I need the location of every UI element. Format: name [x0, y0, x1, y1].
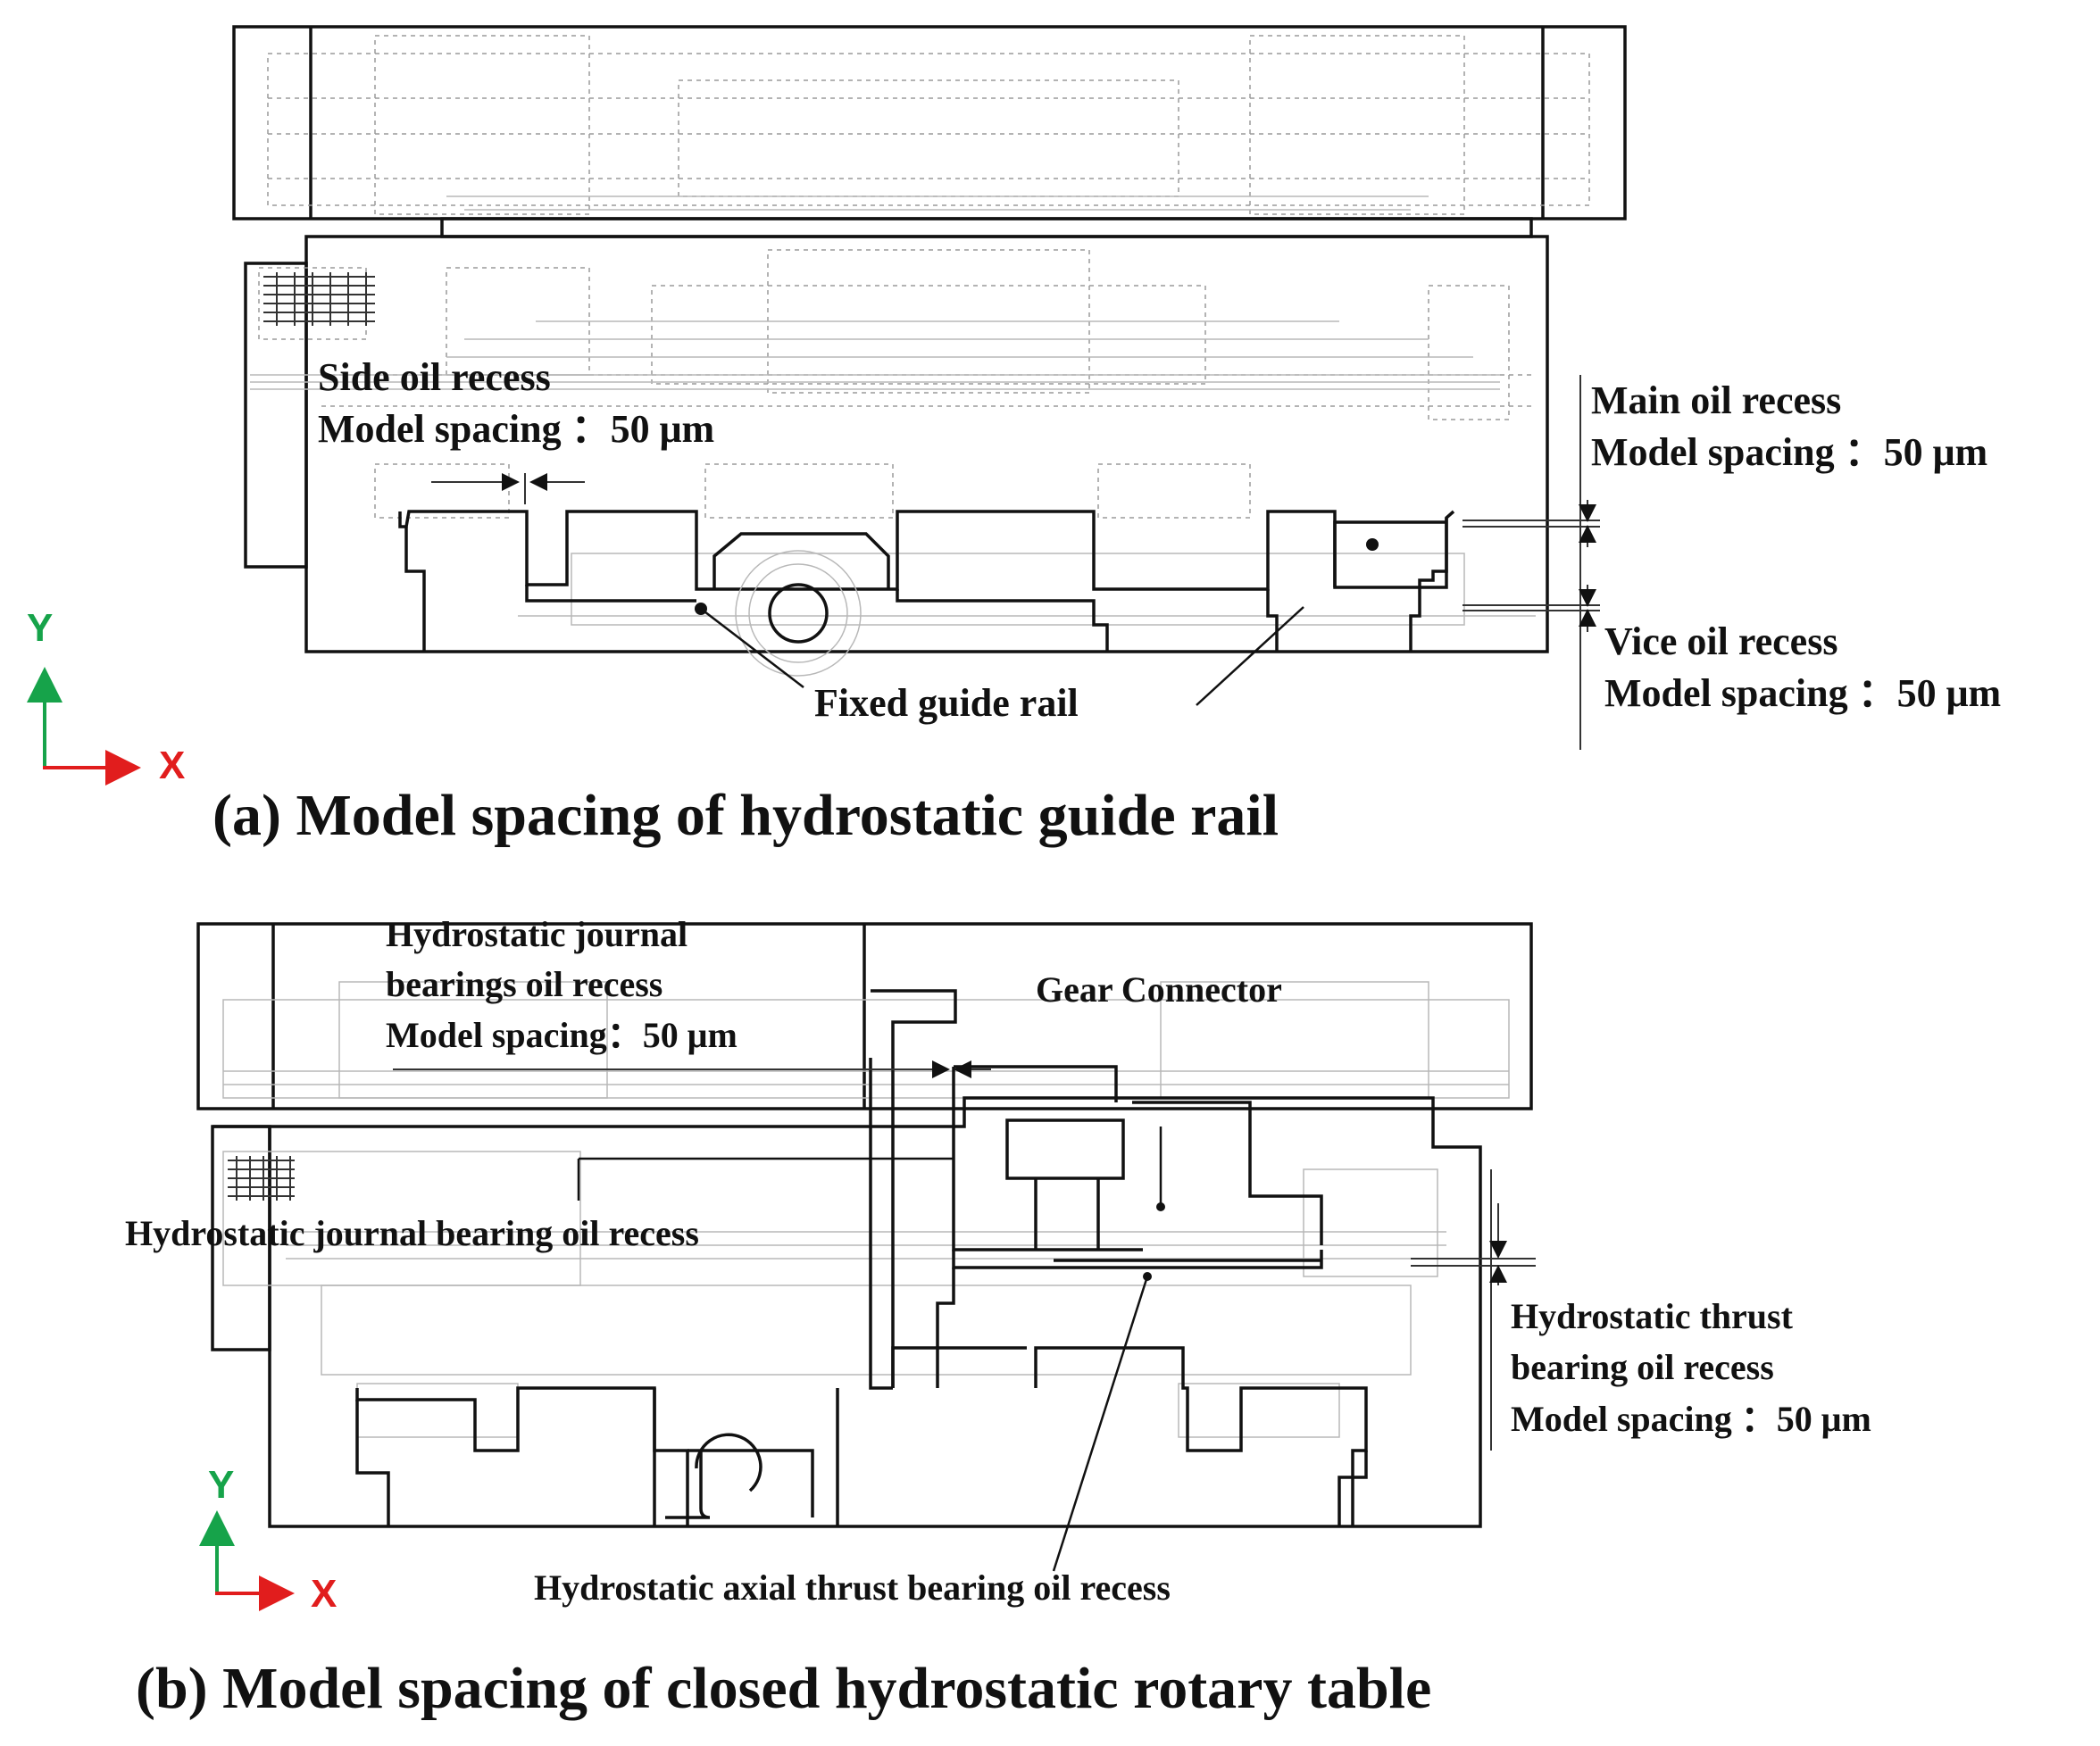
gear-connector-label: Gear Connector: [1036, 969, 1282, 1010]
panel-b-caption: (b) Model spacing of closed hydrostatic …: [136, 1656, 1431, 1721]
panel-b-drawing: [196, 922, 1536, 1572]
axial-thrust-dot: [1143, 1272, 1152, 1281]
panel-a-y-axis-label: Y: [27, 606, 53, 650]
gear-connector-dot: [1156, 1202, 1165, 1211]
side-oil-recess-label-line2: Model spacing ：50 μm: [318, 407, 714, 451]
fixed-guide-rail-label: Fixed guide rail: [814, 681, 1079, 725]
axial-thrust-bearing-oil-recess-label: Hydrostatic axial thrust bearing oil rec…: [534, 1567, 1171, 1608]
panel-a-drawing: [232, 25, 1627, 750]
main-oil-recess-label-line2: Model spacing ：50 μm: [1591, 430, 1988, 474]
vice-oil-recess-label-line2: Model spacing ：50 μm: [1604, 671, 2001, 715]
panel-a-axes: Y X: [26, 606, 185, 787]
thrust-bearing-oil-recess-line2: bearing oil recess: [1511, 1347, 1774, 1387]
panel-a-x-axis-label: X: [159, 744, 185, 787]
panel-b-x-axis-label: X: [311, 1572, 337, 1616]
panel-a-caption: (a) Model spacing of hydrostatic guide r…: [212, 783, 1279, 848]
side-oil-recess-label-line1: Side oil recess: [318, 355, 551, 399]
thrust-bearing-oil-recess-line1: Hydrostatic thrust: [1511, 1296, 1794, 1336]
journal-bearings-oil-recess-line1: Hydrostatic journal: [386, 914, 688, 954]
journal-bearing-oil-recess-label: Hydrostatic journal bearing oil recess: [125, 1213, 699, 1253]
thrust-bearing-oil-recess-line3: Model spacing ：50 μm: [1511, 1399, 1871, 1439]
journal-bearings-oil-recess-line2: bearings oil recess: [386, 964, 662, 1004]
panel-b-axes: Y X: [199, 1463, 337, 1616]
vice-oil-recess-label-line1: Vice oil recess: [1604, 619, 1838, 663]
panel-b-y-axis-label: Y: [208, 1463, 234, 1507]
main-oil-recess-label-line1: Main oil recess: [1591, 378, 1841, 422]
fixed-guide-rail-dot-right: [1366, 538, 1379, 551]
journal-bearings-oil-recess-line3: Model spacing：50 μm: [386, 1015, 738, 1055]
